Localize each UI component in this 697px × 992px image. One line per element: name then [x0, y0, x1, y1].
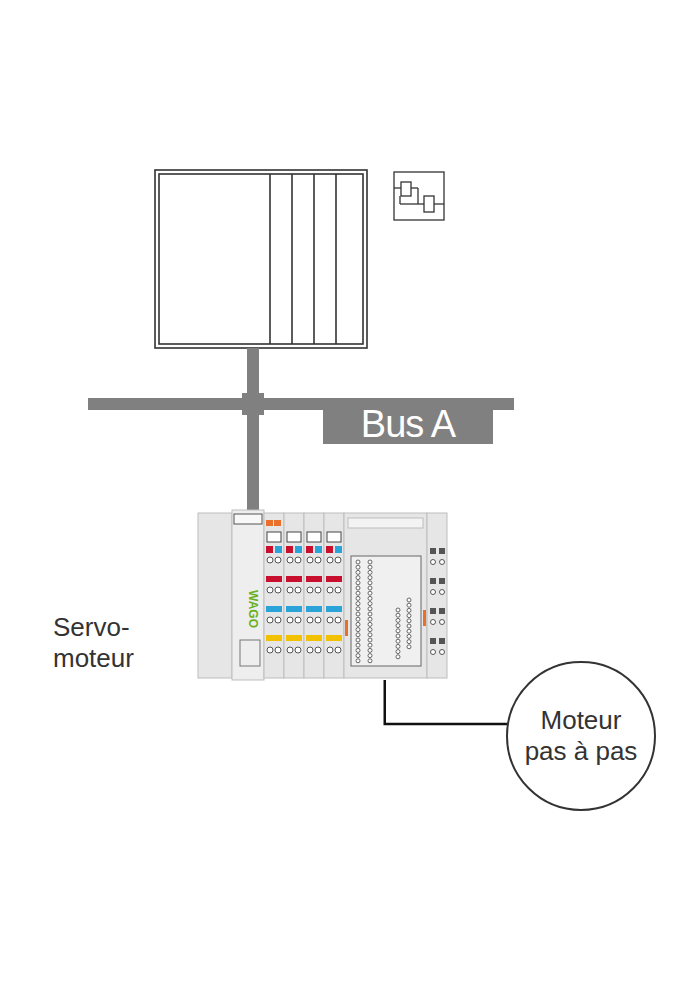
io-system: Servo-moteurWAGO — [198, 510, 447, 680]
motor-cable — [385, 680, 507, 724]
controller-cabinet — [155, 170, 367, 348]
stepper-motor-circle: Moteur pas à pas — [506, 661, 656, 811]
io-modules — [198, 510, 447, 680]
brand-logo: WAGO — [246, 590, 260, 628]
motor-label: Moteur pas à pas — [522, 705, 640, 767]
function-block-symbol — [394, 172, 444, 220]
bus-line — [88, 348, 514, 512]
bus-label-band: Bus A — [323, 404, 493, 444]
device-caption: Servo-moteur — [53, 612, 163, 674]
bus-name: Bus A — [361, 404, 455, 444]
